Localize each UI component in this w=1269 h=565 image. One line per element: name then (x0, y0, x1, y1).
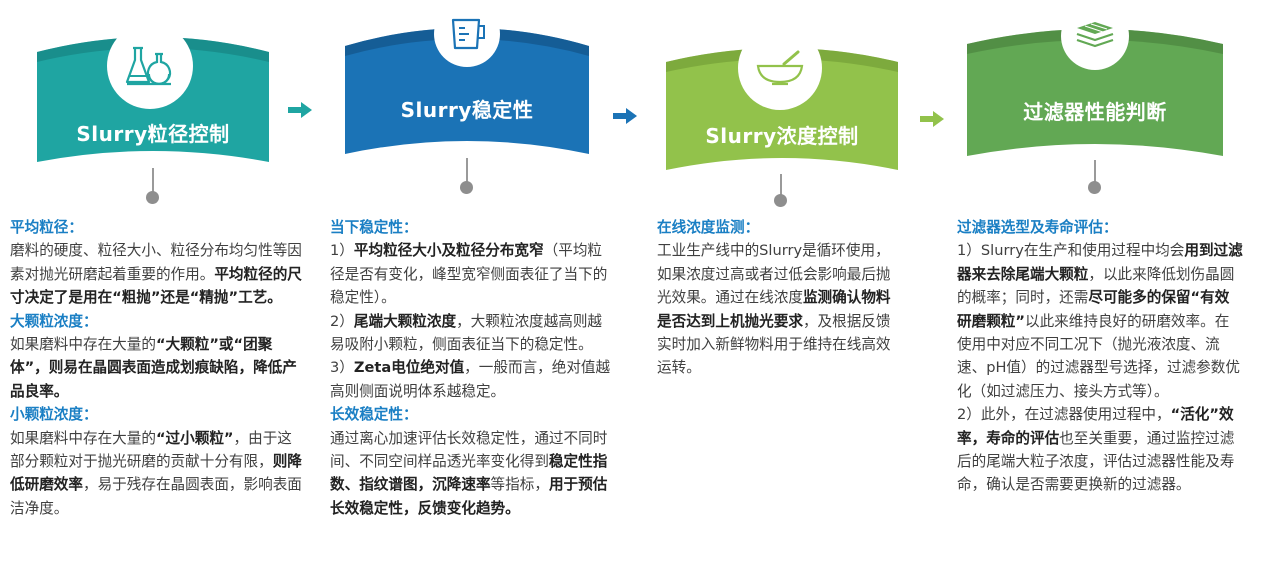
card-title: Slurry稳定性 (400, 98, 534, 122)
body-text: 通过离心加速评估长效稳定性，通过不同时间、不同空间样品透光率变化得到 (330, 429, 608, 471)
body-text: ，一般而言，绝对值越高则侧面说明体系越稳定。 (330, 359, 611, 400)
card-banner (666, 26, 898, 170)
section-paragraph: 如果磨料中存在大量的“过小颗粒”，由于这部分颗粒对于抛光研磨的贡献十分有限，则降… (10, 427, 302, 521)
body-text: 如果磨料中存在大量的 (10, 429, 156, 447)
emphasis-text: “过小颗粒” (155, 429, 234, 447)
emphasis-text: 监测确认物料是否达到上机抛光要求 (657, 289, 891, 330)
section-heading: 当下稳定性： (330, 219, 418, 236)
column-filter: 过滤器选型及寿命评估： 1）Slurry在生产和使用过程中均会用到过滤器来去除尾端… (957, 216, 1243, 497)
body-text: 以此来维持良好的研磨效率。在使用中对应不同工况下（抛光液浓度、流速、pH值）的过… (957, 312, 1240, 400)
card-title: Slurry浓度控制 (705, 124, 859, 148)
section-heading: 平均粒径： (10, 219, 83, 236)
emphasis-text: 用到过滤器来去除尾端大颗粒 (957, 242, 1243, 283)
emphasis-text: 平均粒径大小及粒径分布宽窄 (353, 242, 544, 260)
filter-stack-icon (1073, 20, 1117, 52)
body-text: 磨料的硬度、粒径大小、粒径分布均匀性等因素对抛光研磨起着重要的作用。 (10, 242, 302, 283)
body-text: ，由于这部分颗粒对于抛光研磨的贡献十分有限， (10, 429, 292, 471)
column-concentration: 在线浓度监测： 工业生产线中的Slurry是循环使用，如果浓度过高或者过低会影响最… (657, 216, 897, 380)
body-text: 2）此外，在过滤器使用过程中， (957, 406, 1171, 424)
card-title: Slurry粒径控制 (76, 122, 230, 146)
section-paragraph: 磨料的硬度、粒径大小、粒径分布均匀性等因素对抛光研磨起着重要的作用。平均粒径的尺… (10, 239, 302, 309)
body-text: 等指标， (490, 476, 549, 494)
body-text: 3） (330, 359, 354, 377)
arrow-right-icon (920, 111, 944, 127)
section-paragraph: 2）此外，在过滤器使用过程中，“活化”效率，寿命的评估也至关重要，通过监控过滤后… (957, 403, 1243, 497)
body-text: ，易于残存在晶圆表面，影响表面洁净度。 (10, 476, 302, 517)
connector-dot (774, 194, 787, 207)
section-paragraph: 如果磨料中存在大量的“大颗粒”或“团聚体”，则易在晶圆表面造成划痕缺陷，降低产品… (10, 333, 302, 403)
section-heading: 小颗粒浓度： (10, 406, 98, 424)
card-title: 过滤器性能判断 (1023, 100, 1167, 124)
connector-dot (460, 181, 473, 194)
connector-line (466, 158, 468, 182)
measuring-cup-icon (449, 16, 487, 52)
body-text: 2） (330, 312, 354, 330)
body-text: 工业生产线中的Slurry是循环使用，如果浓度过高或者过低会影响最后抛光效果。通… (657, 242, 891, 307)
arrow-right-icon (613, 108, 637, 124)
emphasis-text: Zeta电位绝对值 (353, 359, 465, 377)
section-paragraph: 1）Slurry在生产和使用过程中均会用到过滤器来去除尾端大颗粒，以此来降低划伤… (957, 239, 1243, 403)
emphasis-text: “活化”效率，寿命的评估 (957, 406, 1234, 447)
section-heading: 在线浓度监测： (657, 219, 760, 236)
connector-line (152, 168, 154, 192)
connector-line (1094, 160, 1096, 182)
body-text: 1） (330, 242, 354, 260)
section-heading: 长效稳定性： (330, 406, 418, 424)
connector-dot (1088, 181, 1101, 194)
card-banner (967, 2, 1223, 156)
section-paragraph: 工业生产线中的Slurry是循环使用，如果浓度过高或者过低会影响最后抛光效果。通… (657, 239, 897, 379)
body-text: ，大颗粒浓度越高则越易吸附小颗粒，侧面表征当下的稳定性。 (330, 312, 603, 354)
connector-line (780, 174, 782, 196)
column-stability: 当下稳定性： 1）平均粒径大小及粒径分布宽窄（平均粒径是否有变化，峰型宽窄侧面表征… (330, 216, 616, 520)
section-heading: 大颗粒浓度： (10, 312, 98, 330)
emphasis-text: 用于预估长效稳定性，反馈变化趋势。 (330, 476, 608, 517)
flask-icon (125, 44, 175, 88)
emphasis-text: “大颗粒”或“团聚体”，则易在晶圆表面造成划痕缺陷，降低产品良率。 (10, 336, 297, 400)
emphasis-text: 平均粒径的尺寸决定了是用在“粗抛”还是“精抛”工艺。 (10, 265, 302, 307)
section-paragraph: 通过离心加速评估长效稳定性，通过不同时间、不同空间样品透光率变化得到稳定性指数、… (330, 427, 616, 521)
body-text: ，以此来降低划伤晶圆的概率；同时，还需 (957, 265, 1235, 307)
connector-dot (146, 191, 159, 204)
emphasis-text: 尽可能多的保留“有效研磨颗粒” (957, 289, 1230, 330)
section-heading: 过滤器选型及寿命评估： (957, 219, 1118, 236)
body-text: 如果磨料中存在大量的 (10, 336, 156, 354)
emphasis-text: 则降低研磨效率 (10, 453, 302, 494)
section-paragraph: 1）平均粒径大小及粒径分布宽窄（平均粒径是否有变化，峰型宽窄侧面表征了当下的稳定… (330, 239, 616, 309)
body-text: 也至关重要，通过监控过滤后的尾端大粒子浓度，评估过滤器性能及寿命，确认是否需要更… (957, 429, 1235, 494)
body-text: ，及根据反馈实时加入新鲜物料用于维持在线高效运转。 (657, 312, 891, 377)
body-text: 1）Slurry在生产和使用过程中均会 (957, 242, 1185, 260)
arrow-right-icon (288, 102, 312, 118)
emphasis-text: 尾端大颗粒浓度 (353, 312, 457, 330)
body-text: （平均粒径是否有变化，峰型宽窄侧面表征了当下的稳定性）。 (330, 242, 608, 307)
mortar-bowl-icon (754, 50, 806, 86)
section-paragraph: 2）尾端大颗粒浓度，大颗粒浓度越高则越易吸附小颗粒，侧面表征当下的稳定性。 (330, 310, 616, 357)
section-paragraph: 3）Zeta电位绝对值，一般而言，绝对值越高则侧面说明体系越稳定。 (330, 356, 616, 403)
emphasis-text: 稳定性指数、指纹谱图，沉降速率 (330, 453, 608, 494)
column-particle-size: 平均粒径： 磨料的硬度、粒径大小、粒径分布均匀性等因素对抛光研磨起着重要的作用。平… (10, 216, 302, 520)
